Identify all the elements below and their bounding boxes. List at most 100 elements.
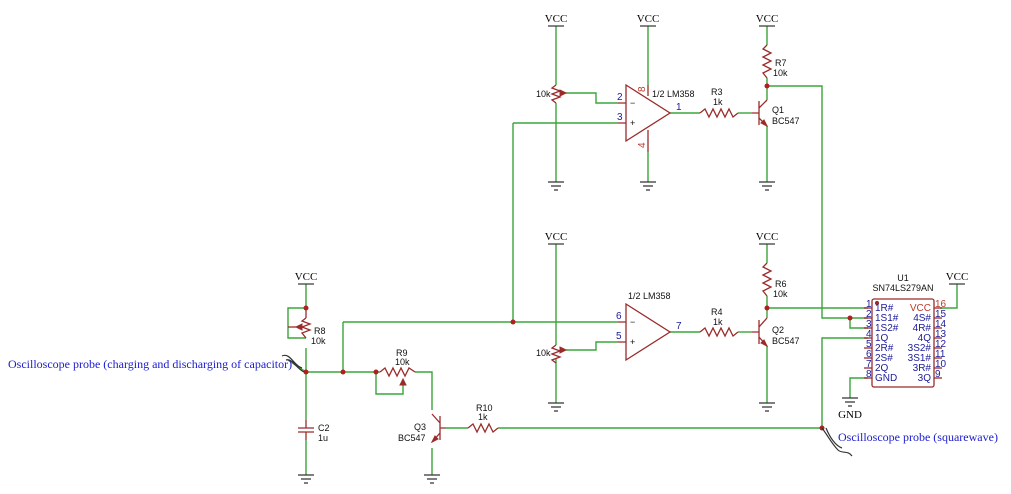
ic-pin-label: 3S1# (908, 353, 932, 364)
ic-pin-number: 5 (866, 339, 872, 350)
opamp-top: − + 2 3 1 8 4 1/2 LM358 (617, 83, 695, 152)
ic-pin-number: 16 (935, 299, 947, 310)
ic-pin-number: 6 (866, 349, 872, 360)
resistor-ref: R6 (775, 279, 787, 289)
pin-number: 1 (676, 102, 682, 113)
ic-ref: U1 (897, 273, 909, 283)
ic-pin-number: 10 (935, 359, 947, 370)
resistor-value: 10k (773, 68, 788, 78)
ic-pin-number: 12 (935, 339, 947, 350)
resistor-r6: R6 10k (761, 262, 788, 299)
pin-number: 4 (637, 142, 648, 148)
transistor-part: BC547 (772, 336, 800, 346)
ic-pin-label: 1S2# (875, 323, 899, 334)
ic-pin-number: 1 (866, 299, 872, 310)
ic-pin-number: 8 (866, 369, 872, 380)
transistor-q3: Q3 BC547 (398, 413, 446, 444)
vcc-label: VCC (545, 13, 568, 25)
ic-pin-number: 4 (866, 329, 872, 340)
pin-number: 7 (676, 321, 682, 332)
opamp-label: 1/2 LM358 (652, 89, 695, 99)
pin-number: 3 (617, 112, 623, 123)
vcc-symbols: VCC VCC VCC VCC VCC VCC VCC (295, 13, 969, 285)
ground-symbols: GND (298, 181, 862, 484)
ic-pin-label: 3R# (913, 363, 932, 374)
ic-pin-label: 1Q (875, 333, 889, 344)
resistor-value: 10k (395, 357, 410, 367)
vcc-label: VCC (946, 271, 969, 283)
resistor-r8: R8 10k (288, 308, 326, 346)
opamp-plus-sign: + (630, 337, 635, 347)
resistor-ref: R7 (775, 58, 787, 68)
resistor-value: 1k (713, 317, 723, 327)
probe-note: Oscilloscope probe (charging and dischar… (8, 357, 292, 371)
resistor-r9: R9 10k (379, 348, 416, 386)
ic-pin-number: 7 (866, 359, 872, 370)
vcc-label: VCC (756, 231, 779, 243)
resistor-value: 1k (713, 97, 723, 107)
ic-pin-number: 13 (935, 329, 947, 340)
opamp-minus-sign: − (630, 317, 635, 327)
wires (287, 26, 958, 475)
ic-pin-label: 3Q (918, 373, 932, 384)
resistor-ref: R4 (711, 307, 723, 317)
resistor-ref: R3 (711, 87, 723, 97)
resistor-value: 10k (773, 289, 788, 299)
ic-pin-label: 3S2# (908, 343, 932, 354)
probe-square: Oscilloscope probe (squarewave) (821, 427, 998, 457)
resistor-r10: R10 1k (467, 403, 499, 434)
ic-pin-label: 4S# (913, 313, 931, 324)
ic-part: SN74LS279AN (872, 283, 933, 293)
pin-number: 2 (617, 92, 623, 103)
probe-note: Oscilloscope probe (squarewave) (838, 430, 998, 444)
resistor-value: 1k (478, 412, 488, 422)
capacitor-c2: C2 1u (298, 420, 330, 443)
gnd-label: GND (838, 409, 862, 421)
ic-pin-number: 15 (935, 309, 947, 320)
ic-pin-label: 1S1# (875, 313, 899, 324)
transistor-q1: Q1 BC547 (752, 99, 800, 128)
resistor-ref: R8 (314, 326, 326, 336)
ic-pin-number: 11 (935, 349, 946, 360)
pin-number: 6 (616, 311, 622, 322)
ic-pin-number: 2 (866, 309, 872, 320)
transistor-ref: Q2 (772, 325, 784, 335)
resistor-value: 10k (311, 336, 326, 346)
capacitor-ref: C2 (318, 423, 330, 433)
resistor-ref: R10 (476, 403, 493, 413)
ic-pin-number: 14 (935, 319, 947, 330)
pin-number: 5 (616, 331, 622, 342)
transistor-ref: Q3 (414, 422, 426, 432)
opamp-minus-sign: − (630, 98, 635, 108)
ic-pin-label: 1R# (875, 303, 894, 314)
resistor-r4: R4 1k (699, 307, 739, 338)
transistor-q2: Q2 BC547 (752, 317, 800, 348)
transistor-part: BC547 (772, 116, 800, 126)
transistor-ref: Q1 (772, 105, 784, 115)
resistor-ref: R9 (396, 348, 408, 358)
ic-pin-label: 2Q (875, 363, 889, 374)
opamp-label: 1/2 LM358 (628, 291, 671, 301)
vcc-label: VCC (295, 271, 318, 283)
junctions (303, 83, 853, 431)
vcc-label: VCC (637, 13, 660, 25)
resistor-r3: R3 1k (699, 87, 739, 119)
ic-pin-label: 4R# (913, 323, 932, 334)
ic-pin-number: 9 (935, 369, 941, 380)
capacitor-value: 1u (318, 433, 328, 443)
vcc-label: VCC (756, 13, 779, 25)
ic-pin-label: GND (875, 373, 897, 384)
opamp-plus-sign: + (630, 118, 635, 128)
pin-number: 8 (637, 86, 648, 92)
ic-pin-number: 3 (866, 319, 872, 330)
pot-bottom: 10k (536, 344, 568, 364)
ic-pin-label: 4Q (918, 333, 932, 344)
ic-pin-label: 2S# (875, 353, 893, 364)
ic-pin-label: 2R# (875, 343, 894, 354)
pot-value: 10k (536, 348, 551, 358)
probe-cap: Oscilloscope probe (charging and dischar… (8, 354, 305, 373)
resistor-r7: R7 10k (761, 44, 788, 79)
